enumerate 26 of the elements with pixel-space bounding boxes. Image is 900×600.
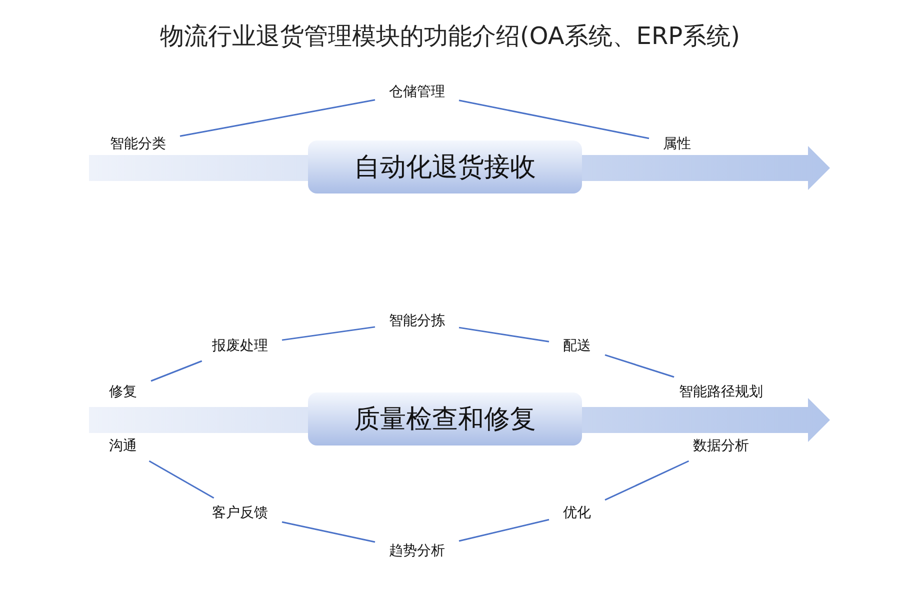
feature-label: 数据分析 bbox=[679, 431, 763, 461]
connector-line bbox=[604, 460, 690, 501]
connector-line bbox=[148, 460, 214, 499]
feature-label: 修复 bbox=[95, 377, 151, 407]
feature-label: 优化 bbox=[549, 498, 605, 528]
feature-label: 沟通 bbox=[95, 431, 151, 461]
connector-line bbox=[180, 99, 376, 137]
feature-label: 客户反馈 bbox=[198, 498, 282, 528]
feature-label: 报废处理 bbox=[198, 331, 282, 361]
feature-label: 智能分拣 bbox=[375, 306, 459, 336]
connector-line bbox=[282, 521, 376, 543]
process-box: 质量检查和修复 bbox=[308, 392, 582, 446]
title: 物流行业退货管理模块的功能介绍(OA系统、ERP系统) bbox=[159, 21, 741, 52]
connector-line bbox=[458, 326, 550, 342]
feature-label: 配送 bbox=[549, 331, 605, 361]
connector-line bbox=[458, 518, 550, 542]
connector-line bbox=[604, 354, 674, 378]
feature-label: 仓储管理 bbox=[375, 77, 459, 107]
feature-label: 智能路径规划 bbox=[665, 377, 777, 407]
process-box: 自动化退货接收 bbox=[308, 140, 582, 194]
feature-label: 属性 bbox=[649, 129, 705, 159]
connector-line bbox=[458, 100, 650, 140]
connector-line bbox=[150, 360, 202, 382]
connector-line bbox=[282, 326, 376, 341]
feature-label: 智能分类 bbox=[96, 129, 180, 159]
feature-label: 趋势分析 bbox=[375, 536, 459, 566]
